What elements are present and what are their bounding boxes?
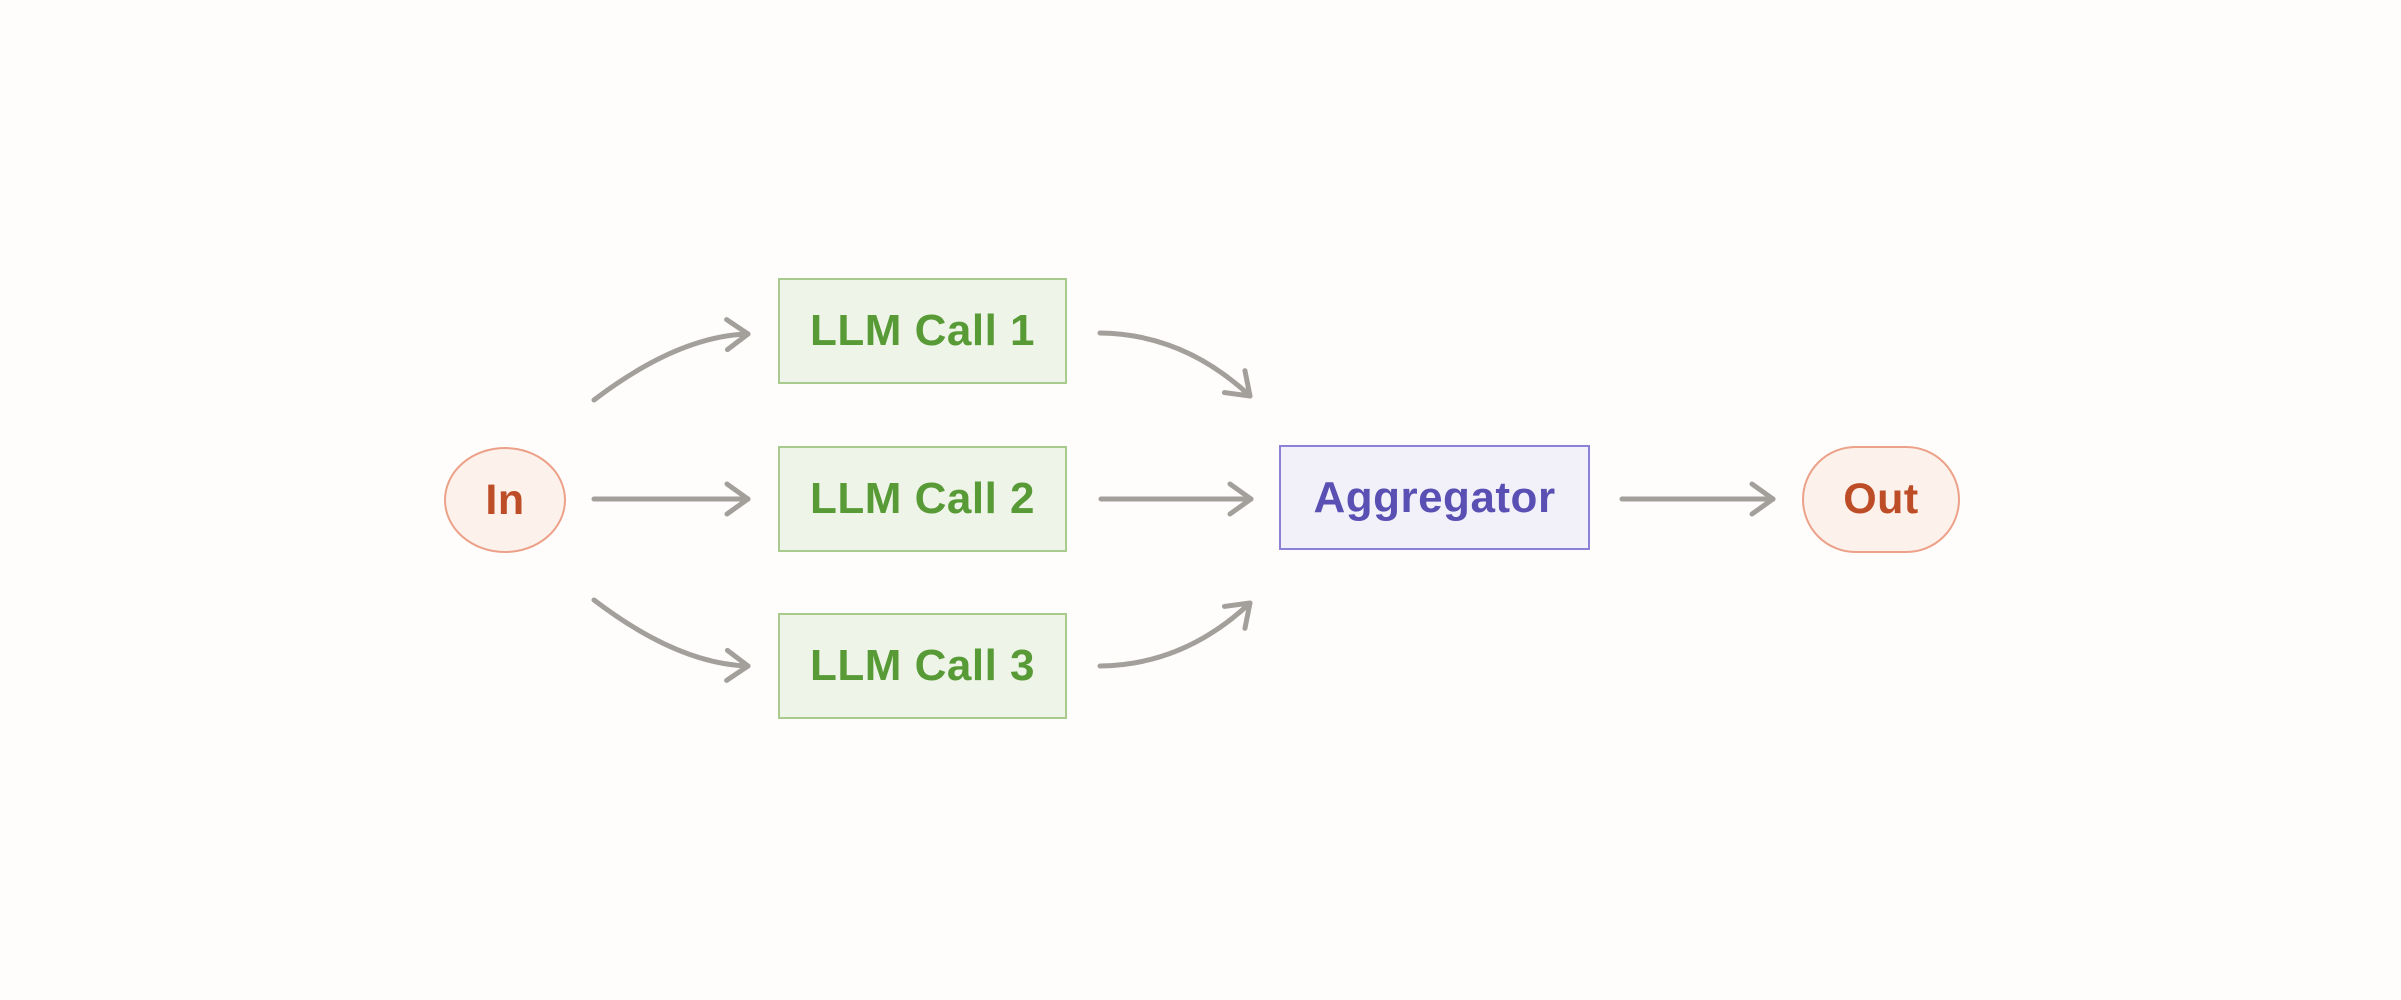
arrow-in-to-llm-call-1 xyxy=(591,317,751,403)
node-llm-call-2-label: LLM Call 2 xyxy=(809,474,1036,523)
node-aggregator: Aggregator xyxy=(1279,445,1590,550)
node-in-label: In xyxy=(485,475,525,524)
arrow-in-to-llm-call-3 xyxy=(591,597,751,683)
node-llm-call-3-label: LLM Call 3 xyxy=(809,641,1036,690)
node-llm-call-1: LLM Call 1 xyxy=(778,278,1067,384)
node-out: Out xyxy=(1802,446,1960,553)
arrow-llm-call-1-to-aggregator xyxy=(1097,330,1253,399)
node-aggregator-label: Aggregator xyxy=(1313,472,1556,522)
node-in: In xyxy=(444,447,566,553)
node-llm-call-1-label: LLM Call 1 xyxy=(809,306,1036,355)
node-out-label: Out xyxy=(1843,475,1919,523)
node-llm-call-2: LLM Call 2 xyxy=(778,446,1067,552)
node-llm-call-3: LLM Call 3 xyxy=(778,613,1067,719)
arrow-llm-call-3-to-aggregator xyxy=(1097,600,1253,669)
